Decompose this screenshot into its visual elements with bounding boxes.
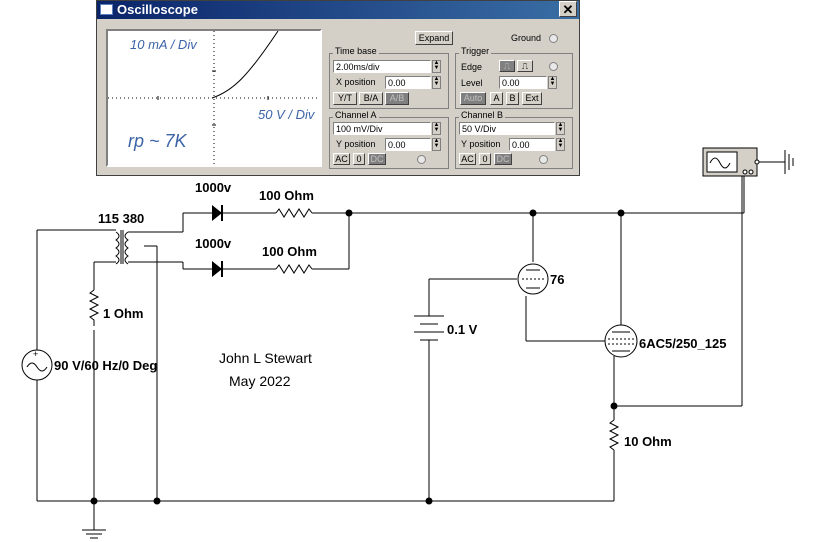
window-icon xyxy=(100,4,113,15)
channel-b-ypos-field[interactable]: 0.00 xyxy=(509,138,555,151)
tube-76 xyxy=(517,263,549,295)
ab-button[interactable]: A/B xyxy=(385,92,409,105)
channel-a-scale-field[interactable]: 100 mV/Div xyxy=(333,122,431,135)
source-label: 90 V/60 Hz/0 Deg xyxy=(54,358,157,373)
trigger-group xyxy=(455,53,573,109)
resistor-top-label: 100 Ohm xyxy=(259,188,314,203)
expand-button[interactable]: Expand xyxy=(415,31,453,45)
ground-radio[interactable] xyxy=(549,34,558,43)
yt-button[interactable]: Y/T xyxy=(333,92,357,105)
timebase-label: Time base xyxy=(333,46,379,56)
channel-b-ypos-label: Y position xyxy=(461,139,501,149)
ba-button[interactable]: B/A xyxy=(359,92,383,105)
xpos-label: X position xyxy=(336,77,376,87)
y-scale-note: 10 mA / Div xyxy=(130,37,197,52)
channel-a-zero-button[interactable]: 0 xyxy=(353,153,365,165)
channel-b-radio[interactable] xyxy=(539,155,548,164)
edge-falling-button[interactable]: ⎍ xyxy=(517,60,533,72)
ac-source: + xyxy=(21,349,53,381)
diode-bottom-label: 1000v xyxy=(195,236,232,251)
diode-bottom xyxy=(212,261,223,277)
date-label: May 2022 xyxy=(229,373,291,389)
x-scale-note: 50 V / Div xyxy=(258,107,315,122)
close-button[interactable]: ✕ xyxy=(559,1,577,17)
junction-dots xyxy=(90,209,625,505)
channel-b-label: Channel B xyxy=(459,110,506,120)
level-spinner[interactable]: ▲▼ xyxy=(548,76,557,89)
channel-b-dc-button[interactable]: DC xyxy=(494,153,512,165)
channel-b-group xyxy=(455,117,573,169)
channel-b-scale-spinner[interactable]: ▲▼ xyxy=(556,122,565,135)
auto-button[interactable]: Auto xyxy=(460,92,486,105)
channel-a-ypos-field[interactable]: 0.00 xyxy=(385,138,431,151)
battery-label: 0.1 V xyxy=(447,322,478,337)
timebase-field[interactable]: 2.00ms/div xyxy=(333,60,431,73)
title-bar[interactable]: Oscilloscope ✕ xyxy=(97,1,579,19)
timebase-group xyxy=(329,53,449,109)
channel-a-scale-spinner[interactable]: ▲▼ xyxy=(432,122,441,135)
channel-a-group xyxy=(329,117,449,169)
channel-b-scale-field[interactable]: 50 V/Div xyxy=(459,122,555,135)
scope-screen: 10 mA / Div 50 V / Div rp ~ 7K xyxy=(106,29,322,167)
diode-top-label: 1000v xyxy=(195,180,232,195)
channel-a-radio[interactable] xyxy=(417,155,426,164)
trigger-a-button[interactable]: A xyxy=(490,92,503,105)
xpos-spinner[interactable]: ▲▼ xyxy=(432,76,441,89)
tube-6ac5 xyxy=(604,324,638,358)
trigger-label: Trigger xyxy=(459,46,492,56)
trigger-b-button[interactable]: B xyxy=(506,92,519,105)
tube-76-label: 76 xyxy=(550,272,564,287)
trigger-ext-button[interactable]: Ext xyxy=(522,92,542,105)
channel-a-ac-button[interactable]: AC xyxy=(333,153,350,165)
diode-top xyxy=(212,205,223,221)
timebase-spinner[interactable]: ▲▼ xyxy=(432,60,441,73)
edge-radio[interactable] xyxy=(549,62,558,71)
edge-label: Edge xyxy=(461,62,483,72)
scope-trace xyxy=(108,31,320,165)
r-cathode-label: 10 Ohm xyxy=(624,434,672,449)
channel-a-ypos-label: Y position xyxy=(336,139,376,149)
rp-note: rp ~ 7K xyxy=(128,131,187,151)
tube-6ac5-label: 6AC5/250_125 xyxy=(639,336,726,351)
window-title: Oscilloscope xyxy=(117,2,198,17)
oscilloscope-window: Oscilloscope ✕ 10 mA / Div 50 V / Div rp… xyxy=(96,0,580,176)
r-sense-label: 1 Ohm xyxy=(103,306,143,321)
transformer-label: 115 380 xyxy=(98,211,144,226)
edge-rising-button[interactable]: ⎍ xyxy=(499,60,515,72)
channel-b-ac-button[interactable]: AC xyxy=(459,153,476,165)
channel-a-dc-button[interactable]: DC xyxy=(368,153,386,165)
level-label: Level xyxy=(461,78,483,88)
author-label: John L Stewart xyxy=(219,350,312,366)
channel-a-label: Channel A xyxy=(333,110,379,120)
channel-b-ypos-spinner[interactable]: ▲▼ xyxy=(556,138,565,151)
channel-a-ypos-spinner[interactable]: ▲▼ xyxy=(432,138,441,151)
channel-b-zero-button[interactable]: 0 xyxy=(479,153,491,165)
xpos-field[interactable]: 0.00 xyxy=(385,76,431,89)
level-field[interactable]: 0.00 xyxy=(499,76,547,89)
scope-instrument-icon[interactable] xyxy=(702,147,760,177)
ground-label: Ground xyxy=(511,33,542,43)
svg-text:+: + xyxy=(33,349,38,359)
resistor-bottom-label: 100 Ohm xyxy=(262,244,317,259)
